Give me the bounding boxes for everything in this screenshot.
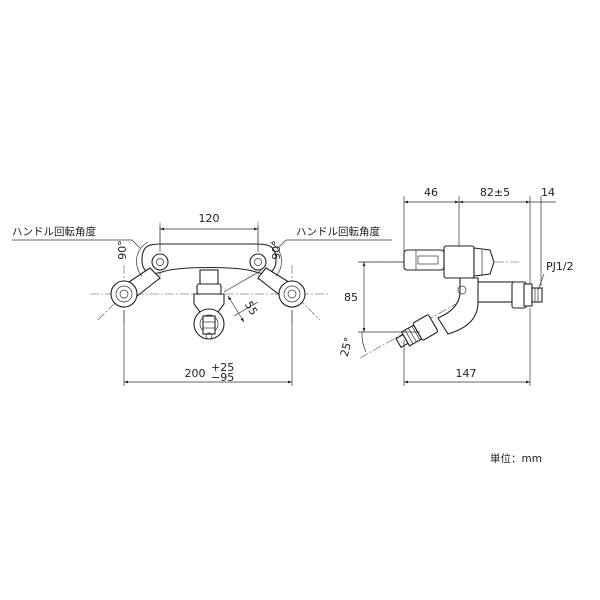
side-elbow-detail [457,285,467,295]
handle-left-inner [156,258,164,266]
handle-angle-label-left: ハンドル回転角度 [12,225,96,238]
hose-connector [202,315,216,335]
handle-angle-leader-left-b [131,239,141,249]
wall-connection-right [278,280,306,308]
dim-14-label: 14 [541,186,555,199]
angle-arc-left [136,241,149,277]
angle-90-left: 90° [116,240,129,260]
dim-200-label: 200 [185,367,206,380]
dim-120-label: 120 [199,212,220,225]
handle-angle-label-right: ハンドル回転角度 [296,225,380,238]
dim-85-label: 85 [344,291,358,304]
hose-connector-tip [205,332,213,340]
angle-arc-right [269,241,282,277]
side-main-body [443,245,475,279]
dim-200-plus: +25 [211,361,234,374]
side-handle-cap [417,255,439,265]
wall-connection-right-core [287,289,297,299]
handle-left [151,253,169,271]
dim-147-label: 147 [456,367,477,380]
dim-82-label: 82±5 [480,186,510,199]
dim-55-label: 55 [242,299,260,318]
unit-label: 単位：mm [490,452,542,465]
spout-nut [196,283,222,295]
wall-connection-right-mid [283,285,301,303]
pj-leader [537,273,545,291]
side-flange-2 [523,283,533,307]
side-view: 46 82±5 14 PJ1/ [338,186,574,386]
angle-25-label: 25° [338,336,356,358]
side-pipe-thread [531,287,543,303]
side-outlet-fitting [395,314,439,349]
angle-90-right: 90° [270,240,283,260]
side-elbow [437,277,479,335]
front-view: 120 ハンドル回転角度 ハンドル回転角度 90° 90° 55 200 +25… [12,212,392,386]
wall-connection-left-mid [115,285,133,303]
handle-right-inner [254,258,262,266]
side-nut [473,247,495,277]
wall-connection-left [110,280,138,308]
angle-25-arc [361,331,367,353]
ext-line-55-a [223,269,263,293]
dim-46-label: 46 [424,186,438,199]
handle-right [249,253,267,271]
pj-label: PJ1/2 [546,260,574,273]
dim-line-55 [227,295,245,323]
dim-200-minus: −95 [211,371,234,384]
wall-connection-left-core [119,289,129,299]
handle-angle-leader-right-b [277,239,287,249]
